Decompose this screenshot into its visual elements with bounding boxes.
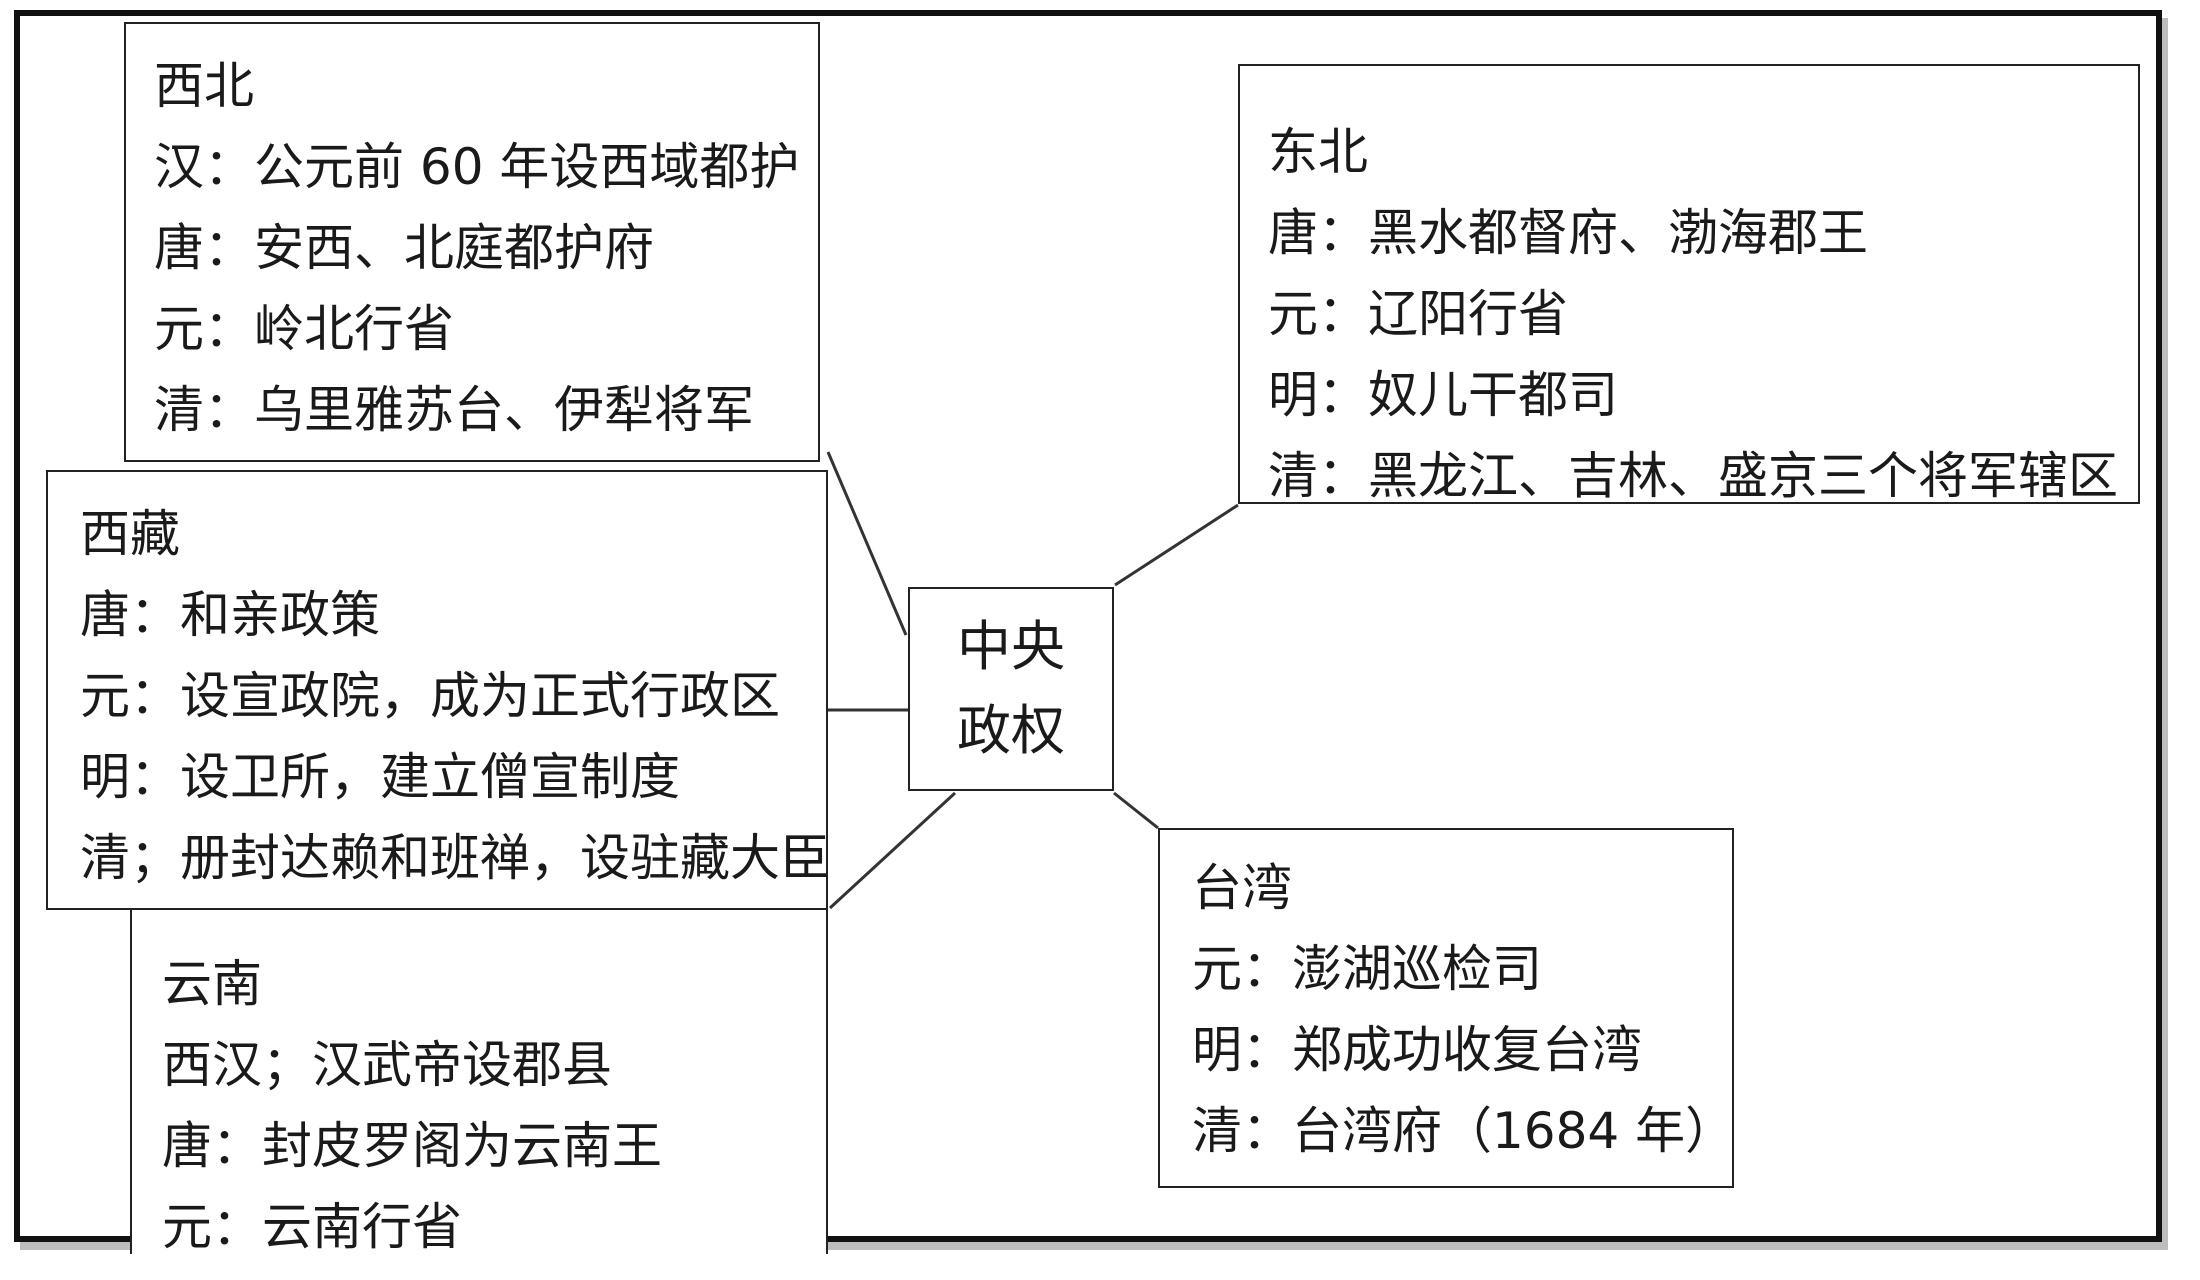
central-government-box: 中央 政权: [908, 587, 1114, 791]
connector-northeast: [1114, 503, 1239, 587]
yunnan-line: 唐：封皮罗阁为云南王: [162, 1117, 662, 1175]
central-label-line2: 政权: [957, 699, 1065, 762]
central-label-line1: 中央: [957, 615, 1065, 678]
northwest-box: 西北 汉：公元前 60 年设西域都护 唐：安西、北庭都护府 元：岭北行省 清：乌…: [124, 22, 820, 462]
taiwan-title: 台湾: [1192, 859, 1292, 917]
diagram-frame: [14, 10, 2162, 1242]
yunnan-line: 西汉；汉武帝设郡县: [162, 1036, 612, 1094]
yunnan-line: 元：云南行省: [162, 1198, 462, 1256]
connector-taiwan: [1113, 791, 1159, 830]
northwest-line: 唐：安西、北庭都护府: [154, 219, 654, 277]
taiwan-line: 明：郑成功收复台湾: [1192, 1021, 1642, 1079]
northwest-line: 元：岭北行省: [154, 300, 454, 358]
northwest-title: 西北: [154, 57, 254, 115]
tibet-line: 明：设卫所，建立僧宣制度: [80, 748, 680, 806]
taiwan-box: 台湾 元：澎湖巡检司 明：郑成功收复台湾 清：台湾府（1684 年）: [1158, 828, 1736, 1188]
tibet-line: 唐：和亲政策: [80, 586, 380, 644]
northeast-line: 唐：黑水都督府、渤海郡王: [1268, 204, 1868, 262]
yunnan-title: 云南: [162, 955, 262, 1013]
northeast-box: 东北 唐：黑水都督府、渤海郡王 元：辽阳行省 明：奴儿干都司 清：黑龙江、吉林、…: [1238, 64, 2140, 505]
taiwan-line: 元：澎湖巡检司: [1192, 940, 1542, 998]
tibet-line: 清；册封达赖和班禅，设驻藏大臣: [80, 829, 830, 887]
northwest-line: 汉：公元前 60 年设西域都护: [154, 138, 800, 196]
taiwan-line: 清：台湾府（1684 年）: [1192, 1102, 1736, 1160]
northeast-line: 清：黑龙江、吉林、盛京三个将军辖区: [1268, 447, 2118, 505]
tibet-title: 西藏: [80, 505, 180, 563]
connector-northwest: [826, 451, 908, 636]
northeast-title: 东北: [1268, 123, 1368, 181]
tibet-line: 元：设宣政院，成为正式行政区: [80, 667, 780, 725]
tibet-box: 西藏 唐：和亲政策 元：设宣政院，成为正式行政区 明：设卫所，建立僧宣制度 清；…: [46, 470, 830, 910]
yunnan-box: 云南 西汉；汉武帝设郡县 唐：封皮罗阁为云南王 元：云南行省: [130, 902, 828, 1256]
northeast-line: 元：辽阳行省: [1268, 285, 1568, 343]
northwest-line: 清：乌里雅苏台、伊犁将军: [154, 381, 754, 439]
northeast-line: 明：奴儿干都司: [1268, 366, 1618, 424]
connector-yunnan: [828, 791, 957, 910]
